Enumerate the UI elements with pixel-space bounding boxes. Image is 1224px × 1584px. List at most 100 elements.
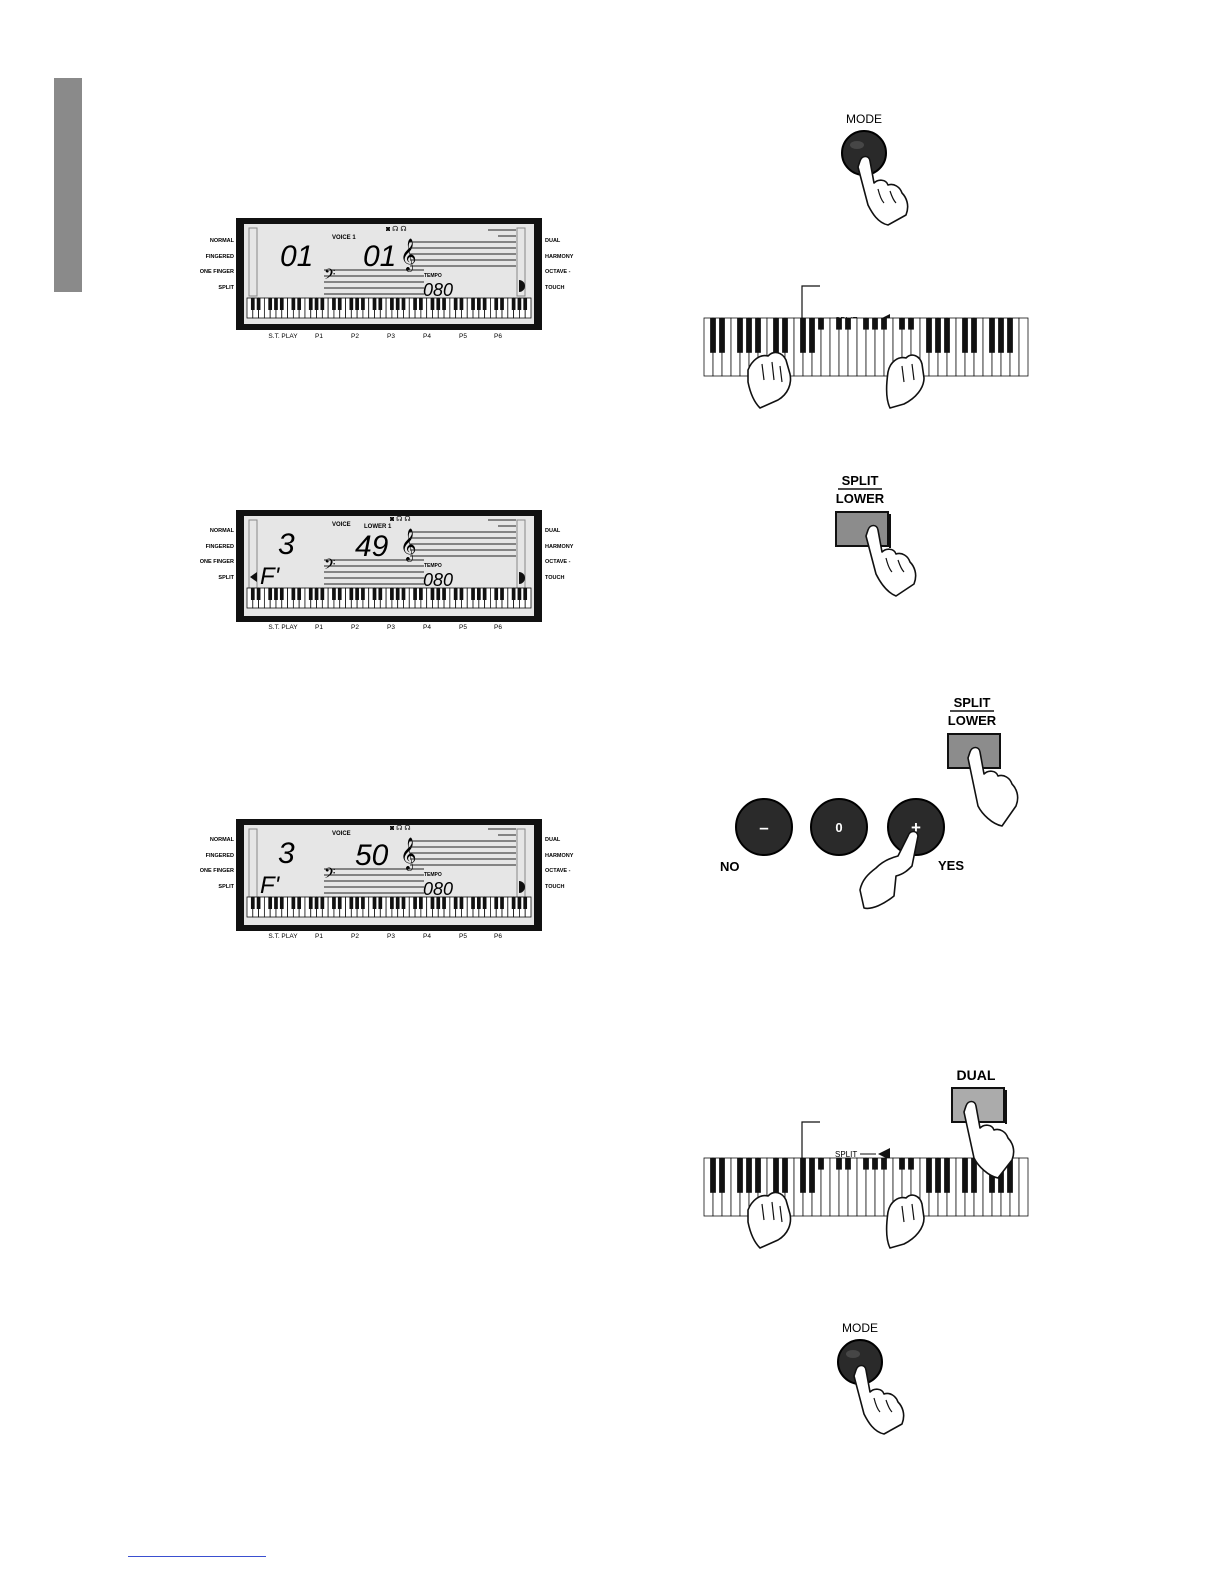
bottom-label-st-play: S.T. PLAY [268, 933, 298, 940]
black-key [332, 298, 336, 310]
black-key [314, 588, 319, 600]
black-key [349, 298, 354, 310]
black-key [355, 298, 359, 310]
black-key [872, 1158, 878, 1170]
plus-button[interactable] [887, 798, 945, 856]
bottom-label-p5: P5 [459, 624, 467, 631]
mode-button-label: MODE [842, 1321, 878, 1335]
hand-icon [857, 155, 909, 226]
black-key [361, 897, 365, 909]
mode-label-split: SPLIT [218, 575, 234, 581]
black-key [256, 588, 261, 600]
zero-button[interactable] [810, 798, 868, 856]
left-hand-icon [747, 351, 792, 409]
bottom-label-p2: P2 [351, 933, 359, 940]
mode-label-harmony: HARMONY [545, 254, 574, 260]
dual-button-label: DUAL [957, 1067, 996, 1083]
minus-button[interactable] [735, 798, 793, 856]
black-key [926, 1158, 932, 1193]
treble-clef-icon: 𝄞 [400, 529, 417, 562]
black-key [908, 1158, 914, 1170]
black-key [395, 298, 400, 310]
black-key [476, 897, 481, 909]
mode-button-label: MODE [846, 112, 882, 126]
black-key [332, 588, 336, 600]
black-key [773, 1158, 779, 1193]
black-key [378, 897, 383, 909]
mode-label-touch: TOUCH [545, 575, 564, 581]
left-hand-icon [747, 1191, 792, 1249]
lcd-voice-number: 01 [363, 240, 396, 273]
black-key [971, 318, 977, 353]
black-key [998, 318, 1004, 353]
black-key [453, 298, 458, 310]
black-key [308, 298, 313, 310]
mode-label-dual: DUAL [545, 528, 561, 534]
black-key [372, 298, 377, 310]
black-key [372, 897, 377, 909]
mode-label-octave: OCTAVE - [545, 269, 571, 275]
black-key [809, 1158, 815, 1193]
black-key [250, 298, 255, 310]
black-key [782, 1158, 788, 1193]
black-key [436, 897, 441, 909]
black-key [413, 588, 417, 600]
lcd-voice-label: VOICE [332, 831, 351, 837]
lcd-chord: F' [260, 872, 281, 899]
bottom-label-p4: P4 [423, 933, 431, 940]
bottom-label-p3: P3 [387, 624, 395, 631]
ensemble-icons: ◙ ☊ ☊ [390, 824, 411, 832]
black-key [935, 318, 941, 353]
black-key [881, 1158, 887, 1170]
black-key [719, 318, 725, 353]
black-key [517, 588, 522, 600]
split-keyboard-illustration-2: DUAL SPLIT [703, 1067, 1029, 1249]
hand-icon [859, 830, 919, 910]
ensemble-icons: ◙ ☊ ☊ [386, 225, 407, 233]
keyboard [703, 1157, 1029, 1217]
black-key [297, 897, 302, 909]
black-key [800, 318, 806, 353]
white-key [1018, 1157, 1029, 1217]
black-key [419, 298, 423, 310]
black-key [390, 588, 394, 600]
black-key [935, 1158, 941, 1193]
black-key [482, 588, 487, 600]
black-key [800, 1158, 806, 1193]
black-key [494, 897, 499, 909]
black-key [401, 298, 406, 310]
white-key [1018, 317, 1029, 377]
black-key [378, 588, 383, 600]
black-key [349, 588, 354, 600]
black-key [419, 588, 423, 600]
black-key [459, 897, 464, 909]
black-key [279, 588, 284, 600]
black-key [453, 897, 458, 909]
mode-label-octave: OCTAVE - [545, 559, 571, 565]
split-marker-label: SPLIT [835, 1150, 857, 1159]
black-key [320, 588, 325, 600]
black-key [1007, 318, 1013, 353]
black-key [511, 298, 516, 310]
black-key [523, 897, 528, 909]
black-key [314, 298, 319, 310]
lcd-voice-number: 49 [355, 530, 389, 563]
lcd-tempo-value: 080 [423, 570, 453, 590]
bottom-label-p5: P5 [459, 933, 467, 940]
plus-button-label: + [911, 818, 921, 837]
bottom-label-p5: P5 [459, 333, 467, 340]
bottom-label-p6: P6 [494, 933, 502, 940]
value-buttons-illustration: SPLIT LOWER – 0 + NO YES [720, 695, 1019, 910]
black-key [256, 298, 261, 310]
black-key [818, 318, 824, 330]
black-key [500, 298, 504, 310]
black-key [390, 897, 394, 909]
black-key [836, 1158, 842, 1170]
black-key [349, 897, 354, 909]
black-key [361, 588, 365, 600]
black-key [274, 298, 278, 310]
black-key [361, 298, 365, 310]
mode-label-normal: NORMAL [210, 837, 235, 843]
lcd-left-digits: 01 [280, 240, 313, 273]
black-key [401, 588, 406, 600]
